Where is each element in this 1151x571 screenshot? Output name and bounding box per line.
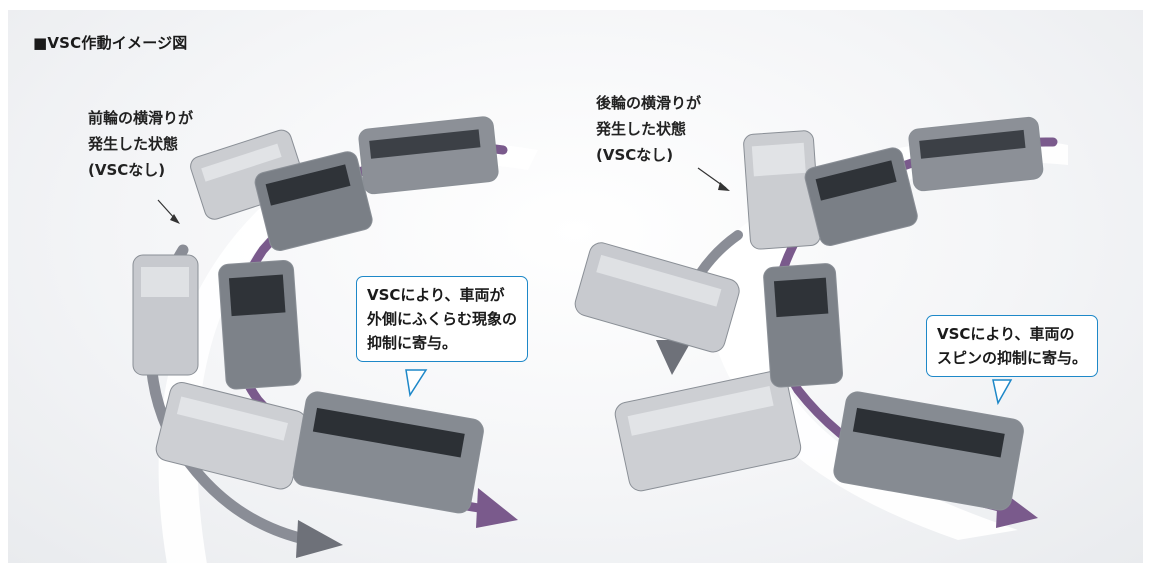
right-bus-vsc-1 bbox=[908, 116, 1044, 192]
left-bus-vsc-3 bbox=[218, 259, 302, 390]
left-bus-vsc-1 bbox=[358, 116, 499, 195]
right-bubble-line-1: VSCにより、車両の bbox=[937, 325, 1075, 343]
left-bubble-line-2: 外側にふくらむ現象の bbox=[367, 310, 518, 328]
right-label-line-1: 後輪の横滑りが bbox=[596, 94, 702, 112]
left-callout-bubble: VSCにより、車両が 外側にふくらむ現象の 抑制に寄与。 bbox=[356, 276, 529, 362]
left-pointer-tip bbox=[170, 214, 180, 224]
right-bus-vsc-2 bbox=[804, 147, 918, 247]
right-callout-bubble: VSCにより、車両の スピンの抑制に寄与。 bbox=[926, 315, 1099, 377]
right-no-vsc-arrowhead bbox=[656, 340, 692, 375]
right-bus-ghost-3 bbox=[614, 370, 802, 492]
right-bus-ghost-1 bbox=[743, 130, 821, 250]
left-road-band bbox=[158, 142, 538, 563]
diagram-artwork bbox=[132, 116, 1068, 563]
left-bubble-tail bbox=[405, 369, 428, 398]
right-bubble-tail bbox=[992, 379, 1013, 406]
left-label-line-1: 前輪の横滑りが bbox=[88, 109, 194, 127]
left-vsc-arrowhead bbox=[476, 488, 518, 528]
left-bus-vsc-2 bbox=[254, 151, 373, 252]
left-bus-ghost-3 bbox=[155, 382, 307, 490]
left-label-line-3: (VSCなし) bbox=[88, 161, 166, 179]
right-label-line-3: (VSCなし) bbox=[596, 146, 674, 164]
left-bus-ghost-2 bbox=[132, 254, 199, 376]
right-bus-vsc-3 bbox=[763, 263, 844, 388]
left-bus-vsc-4 bbox=[292, 391, 484, 514]
vsc-diagram: ■VSC作動イメージ図 前輪の横滑りが 発生した状態 (VSCなし) 後輪の横滑… bbox=[8, 10, 1143, 563]
right-bubble-line-2: スピンの抑制に寄与。 bbox=[937, 349, 1088, 367]
right-bus-vsc-4 bbox=[833, 391, 1024, 511]
diagram-title: ■VSC作動イメージ図 bbox=[33, 34, 188, 52]
left-no-vsc-label: 前輪の横滑りが 発生した状態 (VSCなし) bbox=[88, 105, 193, 183]
right-pointer-tip bbox=[718, 182, 730, 191]
right-label-line-2: 発生した状態 bbox=[596, 120, 687, 138]
right-no-vsc-label: 後輪の横滑りが 発生した状態 (VSCなし) bbox=[596, 90, 701, 168]
right-bus-ghost-2 bbox=[574, 242, 740, 353]
left-bubble-line-3: 抑制に寄与。 bbox=[367, 334, 458, 352]
left-label-line-2: 発生した状態 bbox=[88, 135, 179, 153]
left-no-vsc-arrowhead bbox=[296, 520, 343, 558]
left-bubble-line-1: VSCにより、車両が bbox=[367, 286, 505, 304]
